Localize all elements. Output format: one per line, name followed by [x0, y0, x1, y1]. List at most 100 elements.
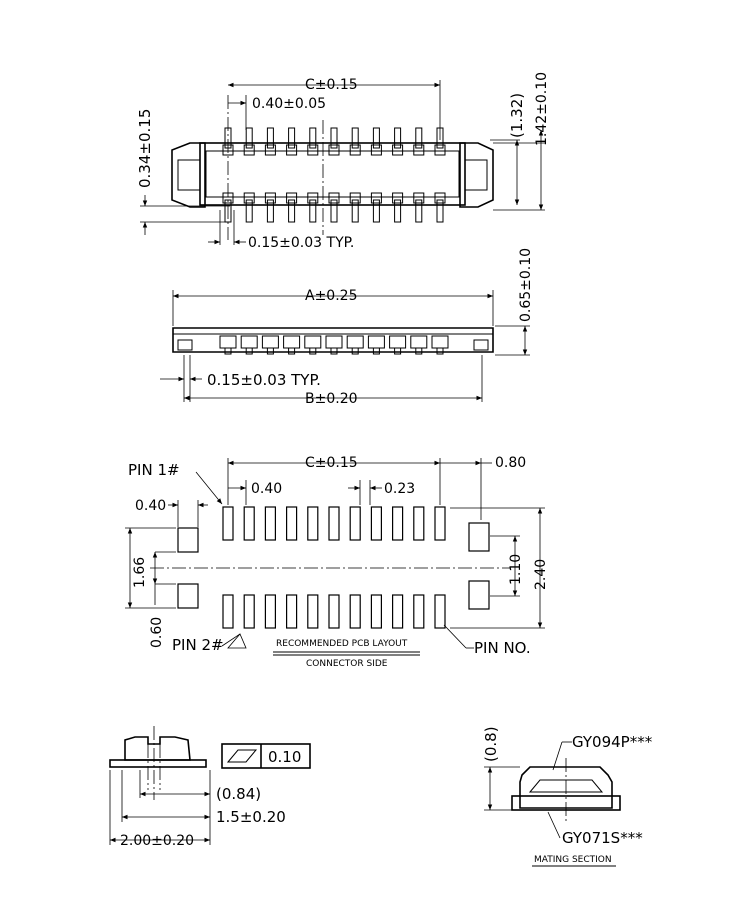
pcb-pin2-label: PIN 2#: [172, 636, 224, 654]
top-pin: [245, 199, 253, 223]
side-pin-row: [219, 335, 449, 355]
mating-upper-part: [519, 766, 613, 809]
top-pin-contact: [328, 144, 340, 156]
pcb-pin1-leader: [195, 471, 223, 505]
pcb-pad-top: [286, 506, 298, 541]
side-pin: [410, 335, 428, 349]
pcb-pad-bottom: [413, 594, 425, 629]
pcb-pin-no: PIN NO.: [474, 639, 531, 657]
pcb-pinno-leader: [443, 624, 467, 649]
top-pin: [330, 199, 338, 223]
side-dim-b: B±0.20: [305, 391, 358, 407]
top-right-endcap: [459, 142, 494, 208]
pcb-dim-080: 0.80: [495, 455, 526, 471]
pcb-pad-top: [243, 506, 255, 541]
top-pin-contact: [243, 192, 255, 204]
mating-cavity: [528, 779, 604, 793]
side-pin: [219, 335, 237, 349]
top-left-endcap: [171, 142, 206, 208]
top-dim-ref: (1.32): [508, 93, 526, 138]
pcb-pad-top: [434, 506, 446, 541]
pcb-pad-bottom: [349, 594, 361, 629]
side-pin-foot: [415, 347, 423, 355]
pcb-right-pad-top: [468, 522, 490, 552]
top-pin-contact: [286, 192, 298, 204]
mating-part-bottom: GY071S***: [562, 829, 643, 847]
top-pin: [415, 127, 423, 149]
pcb-pad-top: [370, 506, 382, 541]
top-pin-contact: [264, 192, 276, 204]
pcb-pad-rows: [222, 506, 446, 629]
top-pin-contact: [413, 192, 425, 204]
side-pin-foot: [224, 347, 232, 355]
top-pin-contact: [264, 144, 276, 156]
pcb-dim-166: 1.66: [132, 557, 148, 588]
side-pin: [261, 335, 279, 349]
pcb-dim-040: 0.40: [135, 498, 166, 514]
side-left-foot: [177, 339, 193, 351]
side-pin: [346, 335, 364, 349]
pcb-pin1-label: PIN 1#: [128, 461, 180, 479]
pcb-pad-top: [349, 506, 361, 541]
side-body-outline: [172, 327, 494, 353]
mating-bottom-leader: [547, 811, 561, 839]
side-pin: [240, 335, 258, 349]
top-pin: [266, 127, 274, 149]
side-dim-h: 0.65±0.10: [518, 248, 534, 322]
side-pin-foot: [266, 347, 274, 355]
top-pin: [245, 127, 253, 149]
side-right-foot: [473, 339, 489, 351]
top-dim-height: 0.34±0.15: [136, 109, 154, 188]
end-base: [109, 759, 207, 768]
top-body-outline: [199, 142, 466, 206]
top-pin: [309, 127, 317, 149]
mating-section: (0.8) GY094P*** GY071S*** MATING SECTION: [482, 726, 653, 867]
top-dim-total: 1.42±0.10: [534, 72, 550, 146]
pcb-pin2-leader: [221, 633, 241, 647]
top-body-inner: [205, 150, 460, 198]
top-pin-row: [222, 127, 446, 223]
side-pin-foot: [309, 347, 317, 355]
pcb-pad-bottom: [328, 594, 340, 629]
pcb-pad-top: [307, 506, 319, 541]
top-pin: [309, 199, 317, 223]
pcb-right-pad-bottom: [468, 580, 490, 610]
top-pin-contact: [328, 192, 340, 204]
side-pin-foot: [330, 347, 338, 355]
end-flatness: 0.10: [268, 748, 301, 766]
top-pin: [394, 199, 402, 223]
side-pin: [389, 335, 407, 349]
top-right-cap-inner: [464, 159, 488, 191]
top-view: C±0.15 0.40±0.05 (1.32) 1.42±0.10 0.34±0…: [136, 72, 550, 251]
pcb-pad-top: [328, 506, 340, 541]
pcb-pad-bottom: [370, 594, 382, 629]
top-pin-contact: [434, 144, 446, 156]
mating-title: MATING SECTION: [534, 855, 612, 865]
pcb-pad-bottom: [243, 594, 255, 629]
pcb-pad-bottom: [434, 594, 446, 629]
end-dim-200: 2.00±0.20: [120, 833, 194, 849]
end-dim-ref: (0.84): [216, 785, 261, 803]
pcb-layout: C±0.15 0.80 0.40 0.23 PIN 1# 0.40 1.66: [125, 455, 549, 669]
top-pin-contact: [307, 144, 319, 156]
pcb-dim-240: 2.40: [533, 559, 549, 590]
top-pin: [288, 127, 296, 149]
flatness-frame: [221, 743, 311, 769]
side-pin-foot: [372, 347, 380, 355]
top-dim-pitch: 0.40±0.05: [252, 96, 326, 112]
side-pin: [367, 335, 385, 349]
top-pin: [351, 199, 359, 223]
top-pin: [394, 127, 402, 149]
pcb-pad-bottom: [264, 594, 276, 629]
pcb-dim-pad-w: 0.23: [384, 481, 415, 497]
top-pin: [266, 199, 274, 223]
pcb-dim-060: 0.60: [149, 617, 165, 648]
end-dim-15: 1.5±0.20: [216, 808, 286, 826]
pcb-title-2: CONNECTOR SIDE: [306, 659, 388, 669]
pcb-pad-bottom: [222, 594, 234, 629]
end-body-outline: [124, 736, 191, 761]
side-pin: [325, 335, 343, 349]
top-pin-contact: [392, 192, 404, 204]
top-pin-contact: [349, 192, 361, 204]
